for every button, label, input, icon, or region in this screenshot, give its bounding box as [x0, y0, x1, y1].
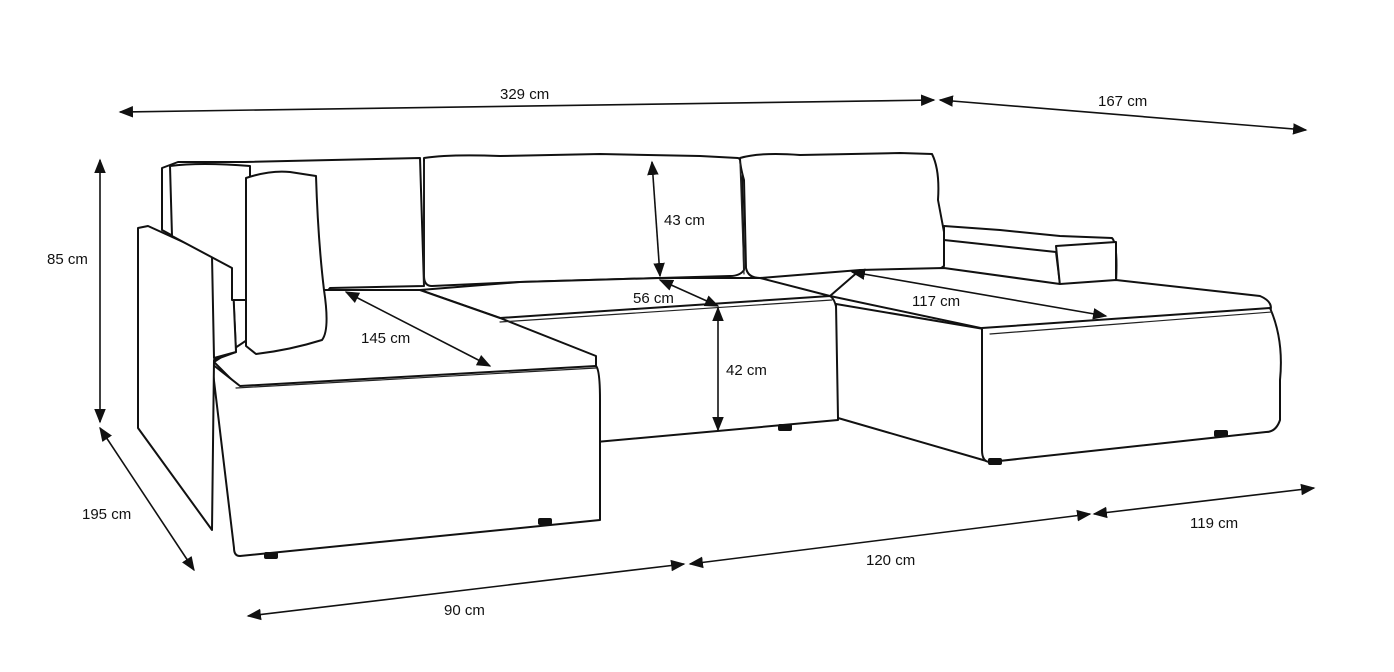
label-middle-section: 120 cm [866, 552, 915, 569]
label-depth: 195 cm [82, 506, 131, 523]
dimension-labels: 329 cm 167 cm 85 cm 43 cm 56 cm 42 cm 14… [47, 86, 1238, 619]
sofa-drawing [137, 152, 1282, 559]
dim-line-120 [688, 509, 1092, 569]
label-total-width: 329 cm [500, 86, 549, 103]
dim-line-195 [99, 426, 195, 572]
label-height: 85 cm [47, 251, 88, 268]
right-backrest [739, 152, 945, 279]
foot-5 [1214, 430, 1228, 437]
dim-line-119 [1092, 483, 1316, 519]
foot-3 [778, 424, 792, 431]
left-back-cushion-rear [169, 163, 251, 301]
seat-piping-middle [499, 299, 833, 323]
dim-line-145 [344, 291, 492, 367]
label-backrest-height: 43 cm [664, 212, 705, 229]
back-piping [423, 161, 745, 285]
right-chaise-side [835, 303, 991, 463]
left-side-pillow [245, 170, 328, 355]
label-seat-height: 42 cm [726, 362, 767, 379]
foot-2 [264, 552, 278, 559]
foot-4 [988, 458, 1002, 465]
right-chaise-front [981, 307, 1282, 463]
dim-line-329 [118, 94, 936, 118]
label-seat-depth: 56 cm [633, 290, 674, 307]
label-chaise-width: 167 cm [1098, 93, 1147, 110]
label-right-chaise-length: 117 cm [912, 293, 960, 310]
label-left-section: 90 cm [444, 602, 485, 619]
chaise-piping-right [989, 311, 1273, 335]
foot-1 [538, 518, 552, 525]
seat-piping-left [235, 367, 597, 389]
dim-line-56 [658, 279, 720, 307]
left-chaise-front [211, 363, 601, 557]
dimension-lines [94, 94, 1316, 621]
right-armrest-front [1055, 241, 1117, 287]
label-left-chaise-length: 145 cm [361, 330, 410, 347]
dim-line-167 [938, 95, 1308, 135]
dim-line-117 [850, 268, 1108, 320]
label-right-section: 119 cm [1190, 515, 1238, 532]
dim-line-90 [246, 559, 686, 621]
dim-line-43 [647, 160, 665, 278]
